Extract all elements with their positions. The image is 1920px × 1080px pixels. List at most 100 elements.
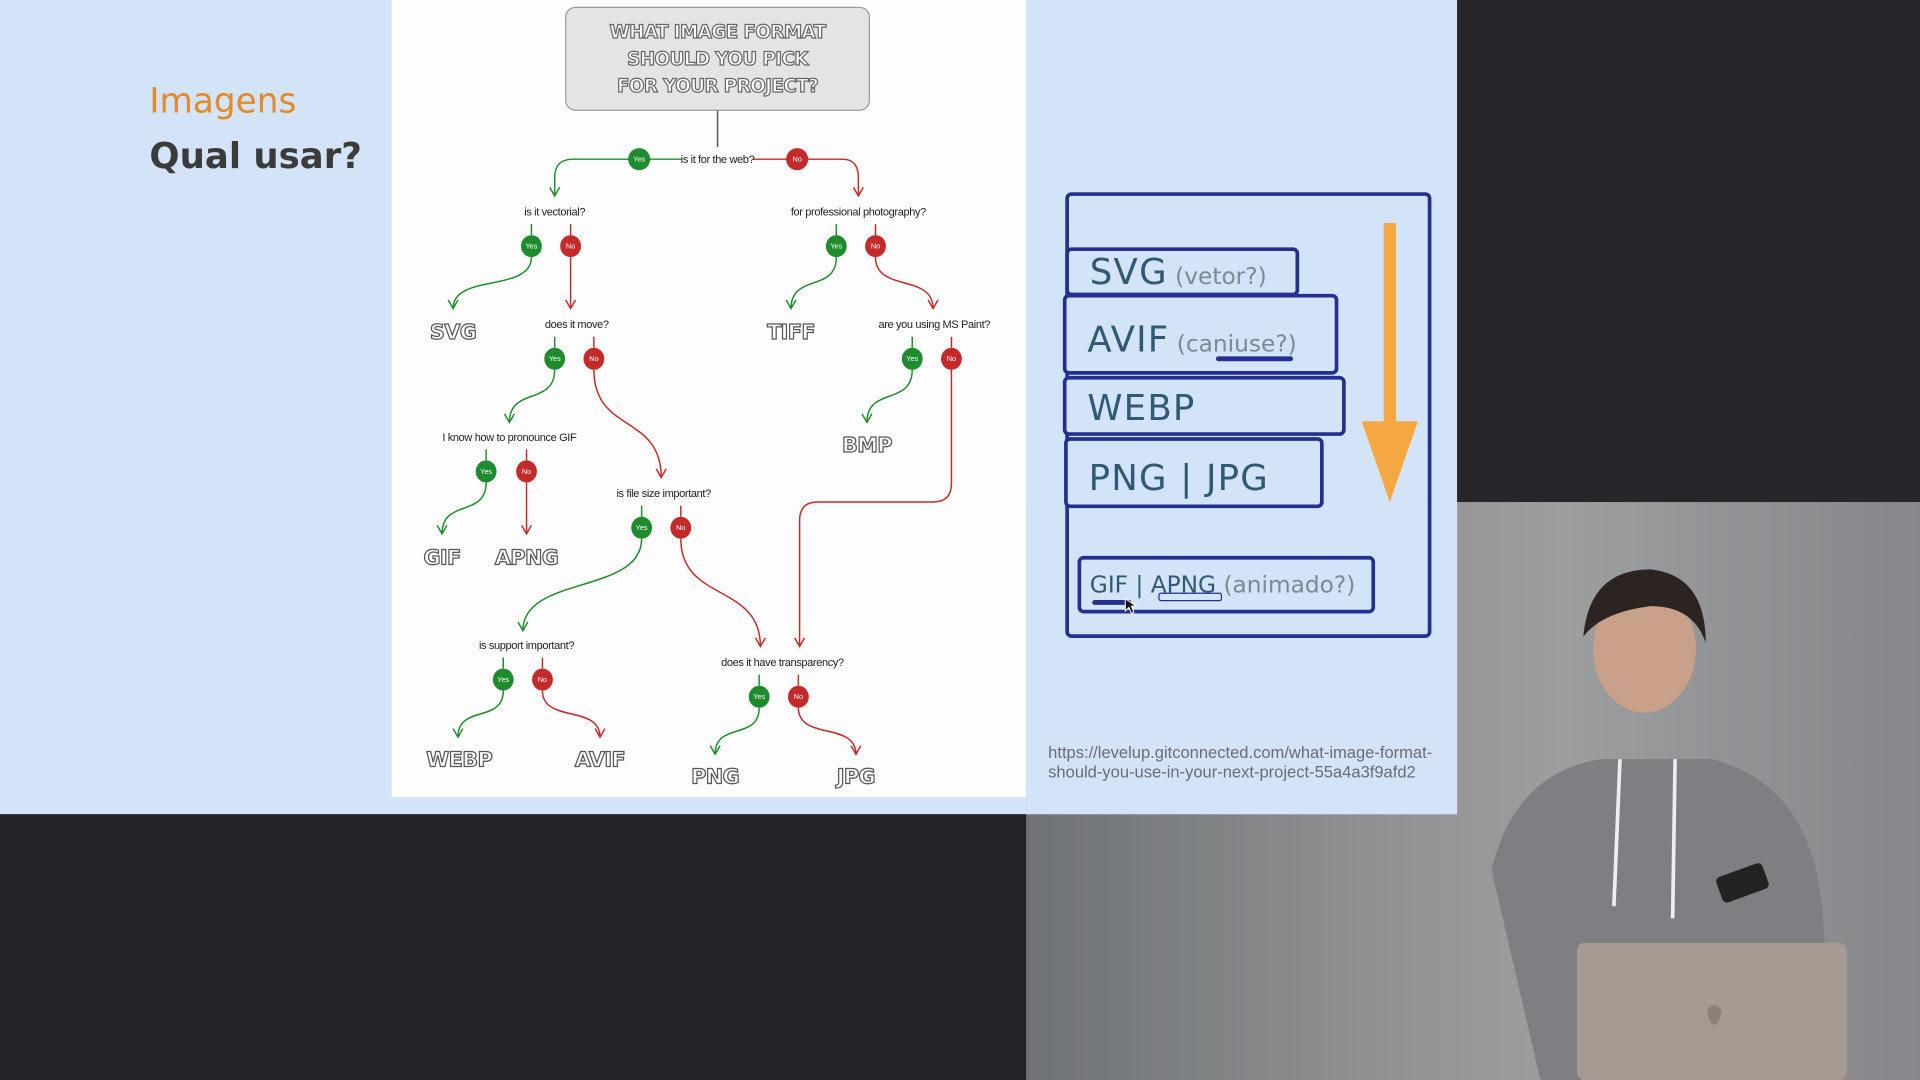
slide-extension: [1026, 502, 1458, 815]
ranking-item-avif: AVIF(caniuse?): [1062, 293, 1339, 375]
yes-node: Yes: [748, 685, 770, 708]
arrowhead-icon: [754, 637, 766, 649]
ranking-item-gif-apng: GIF | APNG(animado?): [1077, 555, 1376, 614]
arrowhead-icon: [436, 524, 448, 536]
node-label: No: [871, 242, 880, 251]
no-edge: [541, 690, 601, 738]
slide-kicker: Imagens: [149, 80, 297, 122]
annotation-underline: [1158, 592, 1223, 602]
yes-node: Yes: [631, 516, 653, 539]
arrowhead-icon: [503, 413, 515, 424]
question-support: is support important?: [479, 640, 574, 652]
no-edge: [797, 707, 857, 755]
outcome-gif: GIF: [423, 545, 460, 569]
yes-edge: [457, 690, 505, 738]
arrowhead-icon: [520, 524, 533, 536]
question-web: is it for the web?: [681, 154, 755, 166]
yes-node: Yes: [544, 347, 566, 370]
no-edge: [593, 369, 662, 478]
annotation-underline: [1215, 356, 1294, 362]
yes-edge: [714, 707, 760, 755]
apple-logo-icon: [1706, 1005, 1722, 1025]
node-label: No: [792, 155, 801, 164]
question-mspaint: are you using MS Paint?: [878, 319, 990, 331]
outcome-webp: WEBP: [426, 748, 492, 772]
yes-edge: [522, 538, 643, 631]
arrowhead-icon: [794, 637, 806, 649]
ranking-format: PNG | JPG: [1088, 456, 1270, 499]
outcome-apng: APNG: [495, 545, 558, 569]
hair: [1583, 569, 1706, 643]
no-edge: [874, 257, 934, 309]
no-edge: [753, 158, 860, 196]
no-node: No: [516, 460, 537, 483]
node-label: Yes: [753, 692, 765, 701]
question-filesize: is file size important?: [616, 488, 711, 500]
yes-node: Yes: [628, 148, 651, 171]
question-gif: I know how to pronounce GIF: [442, 432, 577, 444]
arrowhead-icon: [861, 413, 873, 424]
node-label: No: [566, 242, 575, 251]
flowchart-title-line: WHAT IMAGE FORMAT: [610, 22, 827, 43]
node-label: No: [794, 692, 803, 701]
flowchart-title-line: FOR YOUR PROJECT?: [617, 76, 818, 97]
yes-node: Yes: [901, 347, 923, 370]
background-panel: [1457, 0, 1920, 503]
phone: [1716, 863, 1769, 903]
arrowhead-icon: [594, 728, 606, 739]
ranking-note: (animado?): [1223, 571, 1356, 599]
source-url-line: should-you-use-in-your-next-project-55a4…: [1048, 762, 1416, 782]
question-photography: for professional photography?: [791, 207, 926, 219]
mouse-cursor-icon: [1124, 597, 1137, 615]
question-move: does it move?: [545, 319, 609, 331]
slide-title: Qual usar?: [149, 134, 362, 177]
outcome-avif: AVIF: [575, 748, 625, 772]
ranking-note: (vetor?): [1175, 263, 1267, 291]
yes-edge: [866, 369, 913, 423]
outcome-tiff: TIFF: [767, 320, 815, 344]
yes-edge: [441, 482, 487, 534]
background-panel: [0, 814, 1027, 1080]
face: [1593, 585, 1696, 713]
flowchart-title-line: SHOULD YOU PICK: [627, 49, 809, 70]
node-label: Yes: [633, 155, 645, 164]
arrowhead-icon: [447, 299, 459, 311]
outcome-bmp: BMP: [842, 433, 892, 457]
hoodie-string: [1612, 759, 1622, 907]
arrowhead-icon: [549, 186, 561, 198]
node-label: No: [538, 675, 547, 684]
ranking-format: WEBP: [1087, 386, 1196, 429]
ranking-format: AVIF: [1087, 318, 1170, 361]
node-label: No: [676, 523, 685, 532]
node-label: Yes: [906, 354, 918, 363]
yes-edge: [553, 158, 683, 196]
ranking-item-svg: SVG(vetor?): [1065, 247, 1300, 297]
arrowhead-icon: [452, 728, 464, 739]
no-node: No: [941, 347, 962, 370]
node-label: Yes: [636, 523, 648, 532]
ranking-format: SVG: [1089, 251, 1168, 293]
node-label: Yes: [525, 242, 537, 251]
yes-node: Yes: [825, 235, 847, 258]
arrowhead-icon: [655, 468, 667, 480]
no-node: No: [865, 235, 886, 258]
yes-edge: [508, 369, 556, 423]
format-flowchart: WHAT IMAGE FORMAT SHOULD YOU PICK FOR YO…: [391, 0, 1027, 798]
node-label: No: [947, 354, 956, 363]
ranking-note: (caniuse?): [1176, 330, 1297, 358]
no-node: No: [670, 516, 692, 539]
flowchart-title-box: [565, 6, 871, 111]
yes-node: Yes: [521, 235, 542, 258]
no-edge: [798, 369, 953, 647]
no-node: No: [583, 347, 605, 370]
ranking-item-webp: WEBP: [1062, 375, 1346, 436]
node-label: Yes: [480, 467, 492, 476]
hoodie-string: [1670, 759, 1677, 919]
no-edge: [680, 538, 762, 647]
no-node: No: [532, 668, 553, 691]
node-label: No: [589, 354, 598, 363]
source-url-line: https://levelup.gitconnected.com/what-im…: [1048, 743, 1433, 762]
source-link[interactable]: https://levelup.gitconnected.com/what-im…: [1048, 743, 1432, 782]
yes-node: Yes: [475, 460, 497, 483]
